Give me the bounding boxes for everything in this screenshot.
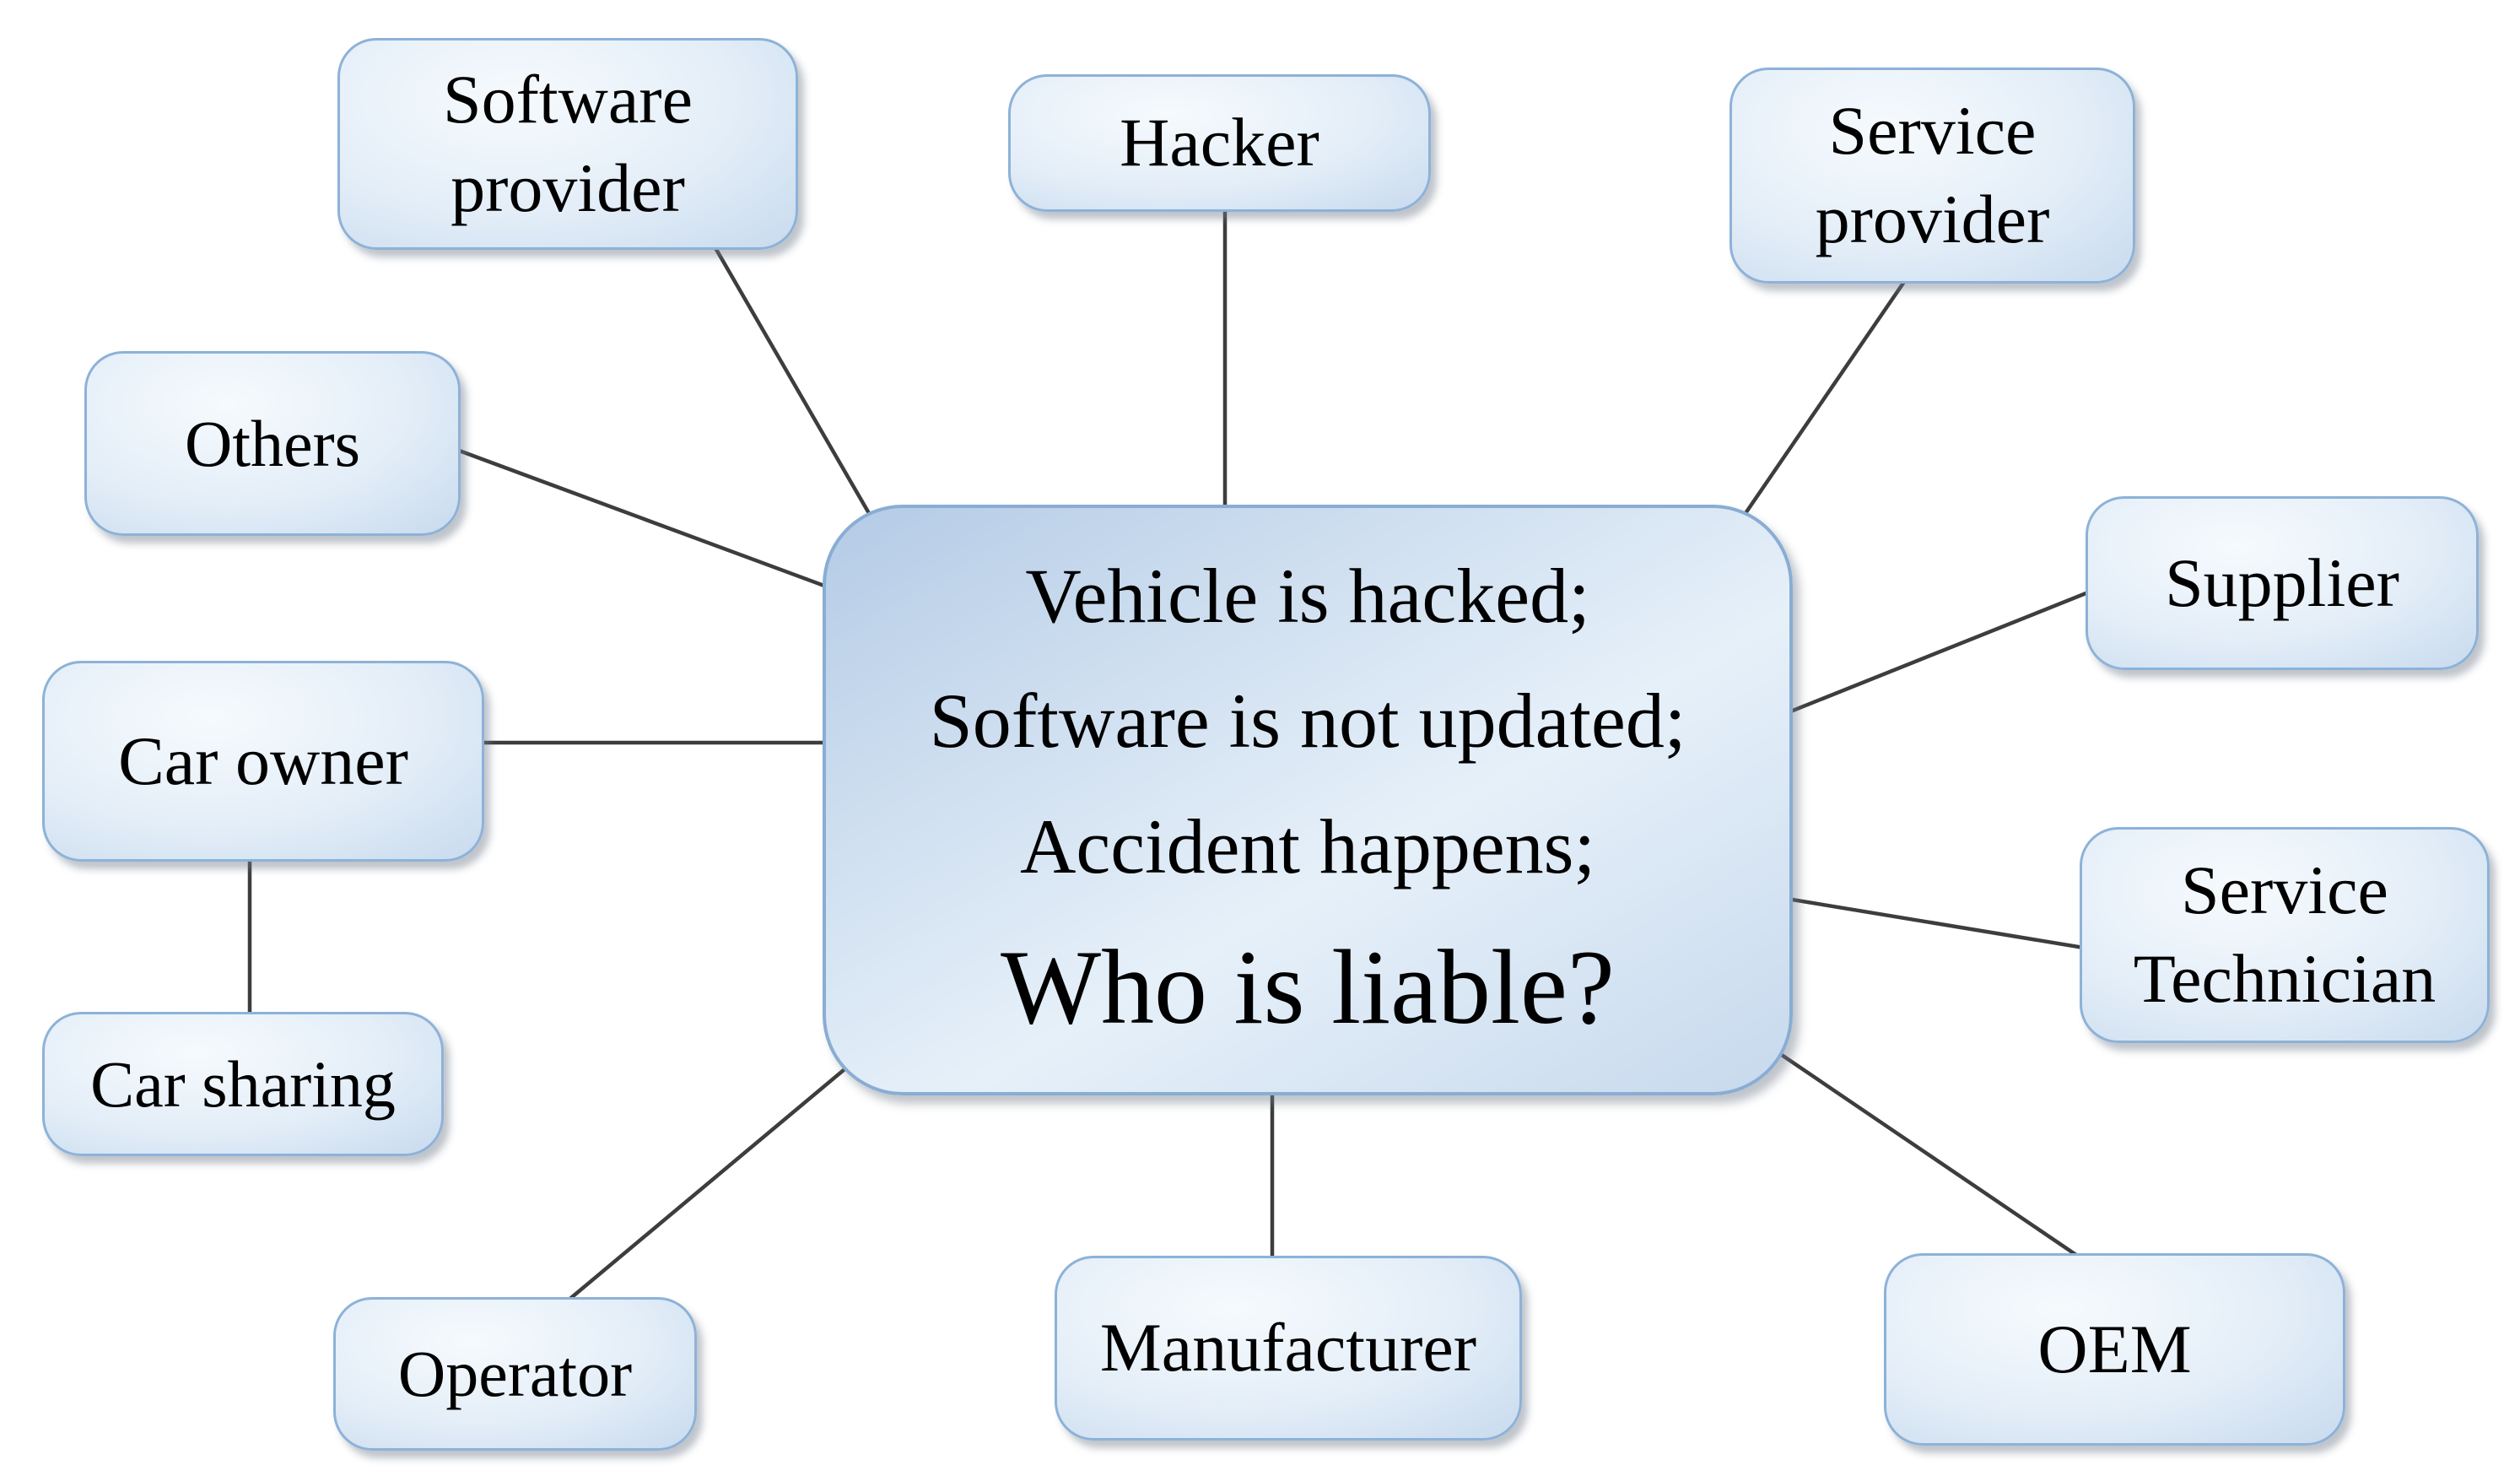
node-label-supplier: Supplier bbox=[2165, 543, 2399, 621]
node-others: Others bbox=[84, 351, 461, 536]
central-line-vehicle-hacked: Vehicle is hacked; bbox=[1025, 552, 1590, 639]
central-line-who-is-liable: Who is liable? bbox=[1001, 928, 1615, 1046]
node-label-manufacturer: Manufacturer bbox=[1099, 1309, 1477, 1387]
node-software-provider: Software provider bbox=[337, 38, 798, 250]
node-label-car-owner: Car owner bbox=[118, 722, 408, 799]
node-label-car-sharing: Car sharing bbox=[90, 1046, 396, 1121]
connector-others bbox=[438, 441, 861, 602]
central-line-software-not-updated: Software is not updated; bbox=[929, 678, 1686, 765]
central-question-box: Vehicle is hacked; Software is not updat… bbox=[823, 505, 1793, 1095]
node-label-software-provider: Software provider bbox=[442, 60, 693, 226]
node-car-owner: Car owner bbox=[42, 661, 484, 862]
node-label-operator: Operator bbox=[397, 1337, 633, 1411]
connector-supplier bbox=[1771, 581, 2110, 722]
node-label-oem: OEM bbox=[2037, 1310, 2192, 1387]
node-label-others: Others bbox=[185, 406, 360, 480]
node-label-hacker: Hacker bbox=[1120, 104, 1319, 181]
central-line-accident-happens: Accident happens; bbox=[1019, 803, 1596, 889]
connector-software-provider bbox=[707, 235, 896, 559]
node-hacker: Hacker bbox=[1008, 74, 1431, 212]
node-manufacturer: Manufacturer bbox=[1055, 1256, 1522, 1441]
node-operator: Operator bbox=[333, 1297, 697, 1451]
node-service-technician: Service Technician bbox=[2080, 827, 2490, 1043]
node-supplier: Supplier bbox=[2086, 496, 2479, 670]
connector-service-technician bbox=[1771, 894, 2110, 954]
node-oem: OEM bbox=[1884, 1253, 2345, 1446]
connector-operator bbox=[555, 1030, 892, 1311]
node-car-sharing: Car sharing bbox=[42, 1012, 444, 1156]
node-label-service-provider: Service provider bbox=[1815, 92, 2050, 257]
node-service-provider: Service provider bbox=[1729, 68, 2135, 284]
node-label-service-technician: Service Technician bbox=[2133, 852, 2436, 1017]
connector-oem bbox=[1749, 1032, 2094, 1268]
